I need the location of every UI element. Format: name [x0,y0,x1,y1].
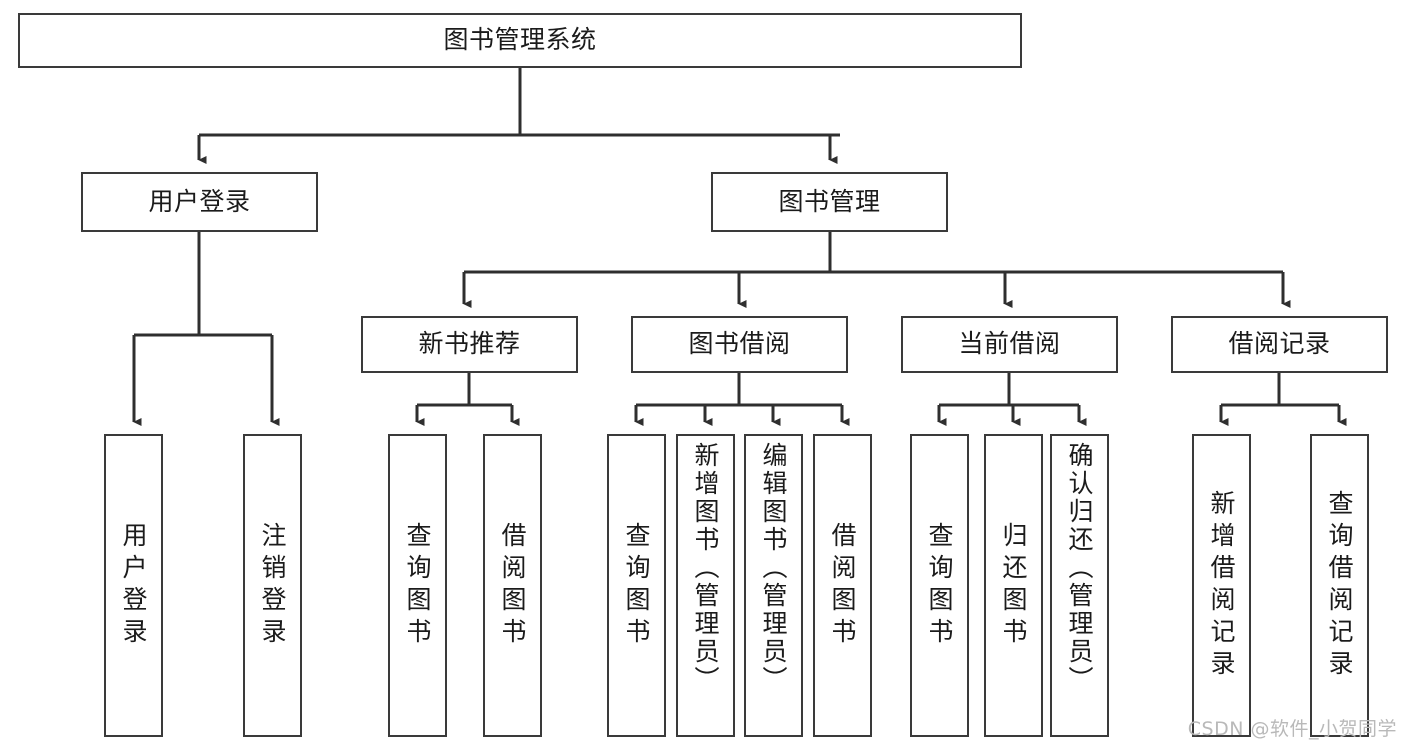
node-user-login[interactable]: 用户登录 [81,172,318,232]
node-label: 新增图书（管理员） [691,442,720,694]
leaf-edit-book-admin[interactable]: 编辑图书（管理员） [744,434,803,737]
node-current-borrowing[interactable]: 当前借阅 [901,316,1118,373]
node-borrowing-record[interactable]: 借阅记录 [1171,316,1388,373]
leaf-borrow-books-borrowing[interactable]: 借阅图书 [813,434,872,737]
node-new-book-recommendation[interactable]: 新书推荐 [361,316,578,373]
node-label: 当前借阅 [958,329,1061,359]
leaf-query-books-borrowing[interactable]: 查询图书 [607,434,666,737]
node-label: 新书推荐 [418,329,521,359]
node-root-book-management-system[interactable]: 图书管理系统 [18,13,1022,68]
node-book-management[interactable]: 图书管理 [711,172,948,232]
leaf-query-books-current[interactable]: 查询图书 [910,434,969,737]
node-label: 图书借阅 [688,329,791,359]
leaf-return-books[interactable]: 归还图书 [984,434,1043,737]
node-label: 查询图书 [925,521,954,650]
node-label: 借阅图书 [498,521,527,650]
node-label: 新增借阅记录 [1207,489,1236,682]
node-label: 查询图书 [403,521,432,650]
node-label: 编辑图书（管理员） [759,442,788,694]
node-label: 图书管理系统 [443,25,597,55]
leaf-logout[interactable]: 注销登录 [243,434,302,737]
node-label: 借阅记录 [1228,329,1331,359]
node-label: 用户登录 [119,521,148,650]
node-book-borrowing[interactable]: 图书借阅 [631,316,848,373]
node-label: 图书管理 [778,186,881,216]
node-label: 借阅图书 [828,521,857,650]
leaf-user-login[interactable]: 用户登录 [104,434,163,737]
leaf-query-borrowing-record[interactable]: 查询借阅记录 [1310,434,1369,737]
node-label: 确认归还（管理员） [1065,442,1094,694]
watermark: CSDN @软件_小贺同学 [1187,718,1397,740]
leaf-confirm-return-admin[interactable]: 确认归还（管理员） [1050,434,1109,737]
node-label: 注销登录 [258,521,287,650]
leaf-add-borrowing-record[interactable]: 新增借阅记录 [1192,434,1251,737]
leaf-query-books-new-book[interactable]: 查询图书 [388,434,447,737]
node-label: 查询图书 [622,521,651,650]
leaf-borrow-books-new-book[interactable]: 借阅图书 [483,434,542,737]
node-label: 用户登录 [148,186,251,216]
leaf-add-book-admin[interactable]: 新增图书（管理员） [676,434,735,737]
node-label: 查询借阅记录 [1325,489,1354,682]
node-label: 归还图书 [999,521,1028,650]
